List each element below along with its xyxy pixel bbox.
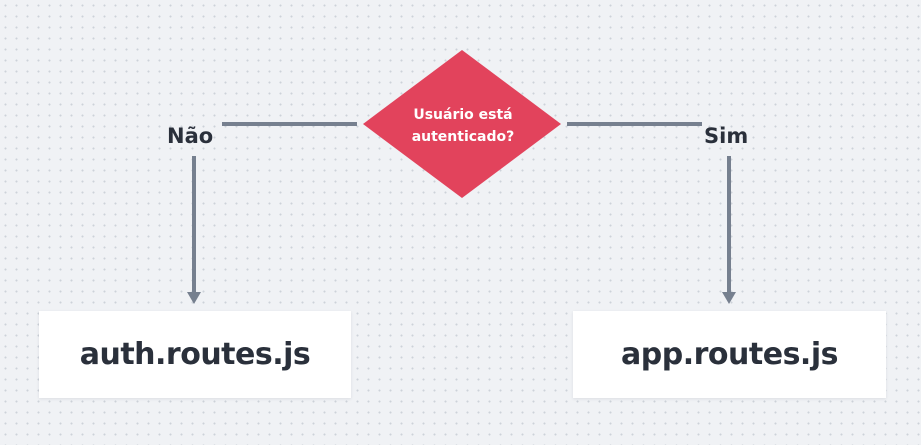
node-auth-routes: auth.routes.js (39, 311, 351, 398)
branch-label-no: Não (167, 124, 214, 148)
branch-label-yes: Sim (704, 124, 749, 148)
node-app-routes: app.routes.js (573, 311, 886, 398)
decision-label-line1: Usuário está (413, 107, 513, 123)
node-app-routes-label: app.routes.js (621, 337, 838, 372)
decision-label-line2: autenticado? (411, 129, 515, 145)
node-auth-routes-label: auth.routes.js (79, 337, 311, 372)
arrowhead-yes (722, 292, 736, 304)
decision-diamond (363, 50, 561, 198)
arrowhead-no (187, 292, 201, 304)
decision-label: Usuário está autenticado? (378, 96, 548, 156)
